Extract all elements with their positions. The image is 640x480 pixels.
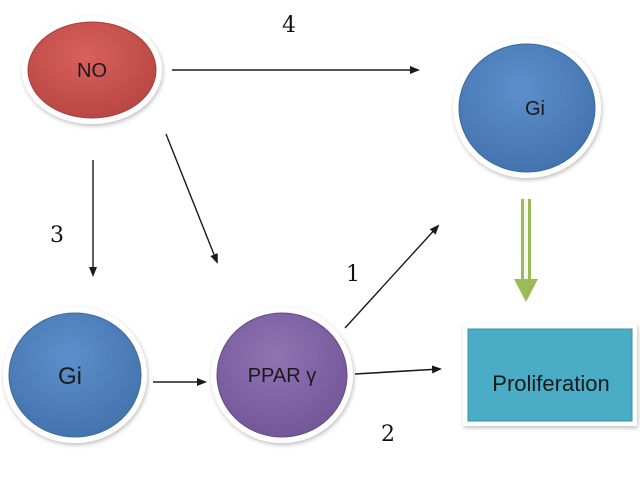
node-gi-top-label: Gi: [525, 98, 545, 120]
node-gi-left-label: Gi: [58, 363, 82, 390]
green-arrow: [514, 199, 538, 302]
node-ppar-shape: [216, 312, 348, 438]
edge-ppar-to-gi-top: [344, 224, 440, 329]
node-gi-top: Gi: [453, 38, 601, 178]
node-no: NO: [22, 16, 162, 124]
node-proliferation-shape: [467, 328, 633, 422]
edges: [89, 66, 538, 386]
edge-label-3: 3: [50, 223, 64, 248]
node-ppar-label: PPAR γ: [248, 365, 317, 387]
node-no-label: NO: [77, 60, 107, 82]
edge-no-to-ppar: [165, 133, 218, 264]
edge-labels: 4 3 1 2: [50, 13, 395, 447]
node-gi-left: Gi: [3, 307, 147, 443]
node-no-shape: [27, 21, 157, 119]
node-gi-left-shape: [8, 312, 142, 438]
edge-label-4: 4: [282, 13, 296, 38]
node-ppar: PPAR γ: [211, 307, 353, 443]
node-proliferation: Proliferation: [463, 324, 637, 426]
edge-label-2: 2: [381, 422, 395, 447]
node-proliferation-label: Proliferation: [492, 371, 609, 396]
edge-ppar-to-proliferation: [354, 365, 442, 375]
edge-label-1: 1: [346, 262, 360, 287]
node-gi-top-shape: [458, 43, 596, 173]
